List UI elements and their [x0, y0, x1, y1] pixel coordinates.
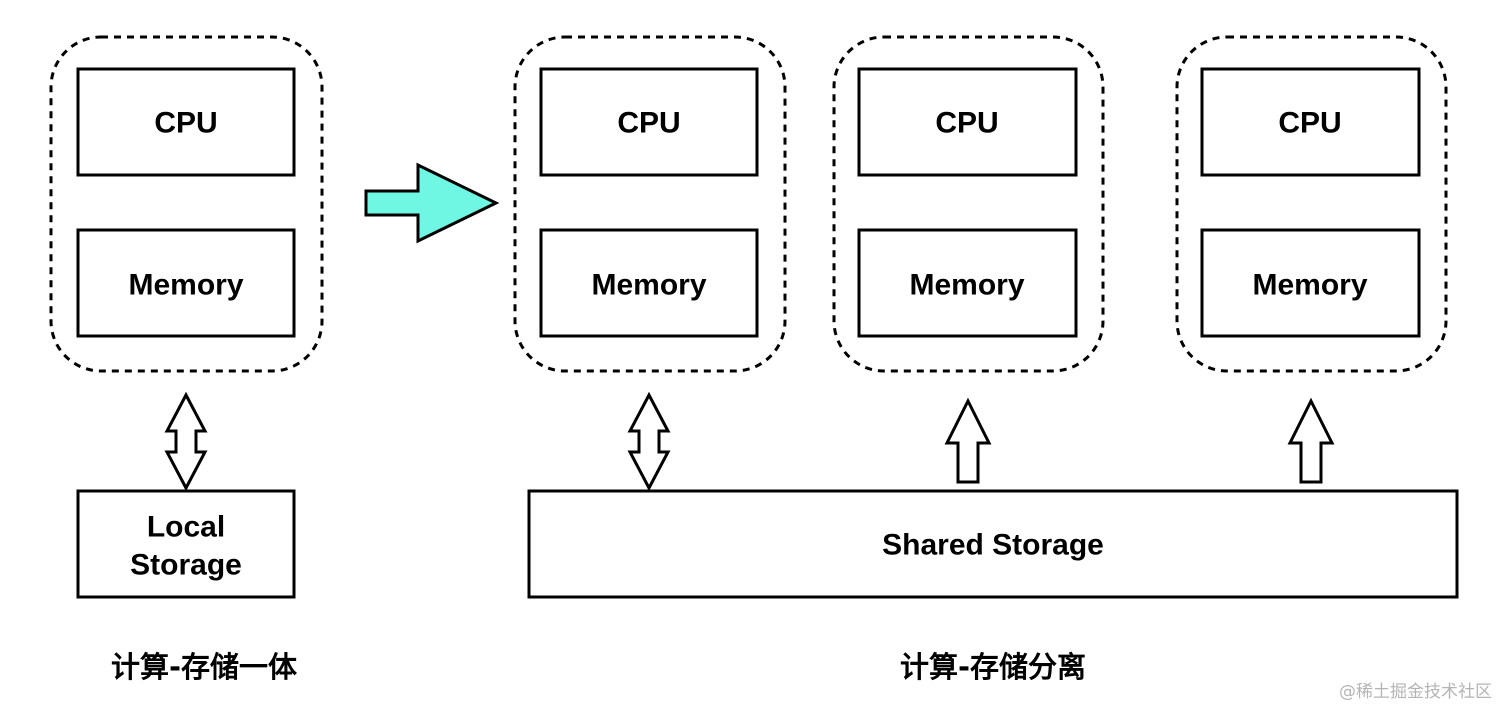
cpu-label: CPU	[935, 107, 998, 140]
cpu-label: CPU	[617, 107, 680, 140]
cpu-box	[76, 67, 296, 177]
double-arrow-icon	[627, 391, 671, 492]
separated-section: CPU Memory CPU Memory CPU Memory Shared …	[513, 35, 1459, 684]
memory-label: Memory	[128, 269, 243, 302]
integrated-caption: 计算-存储一体	[111, 650, 298, 684]
memory-box	[857, 228, 1078, 338]
double-arrow-icon	[164, 391, 208, 492]
memory-box	[76, 228, 296, 338]
cpu-label: CPU	[1278, 107, 1341, 140]
compute-node-group	[1175, 35, 1448, 373]
compute-node-group	[513, 35, 787, 373]
cpu-box	[1200, 67, 1421, 177]
local-storage-label-line1: Local	[147, 511, 225, 544]
integrated-section: CPU Memory Local Storage 计算-存储一体	[49, 35, 324, 684]
local-storage-label-line2: Storage	[130, 549, 242, 582]
right-arrow-icon	[364, 162, 500, 244]
cpu-box	[539, 67, 759, 177]
memory-label: Memory	[591, 269, 706, 302]
compute-node-2: CPU Memory	[832, 35, 1105, 484]
up-arrow-icon	[944, 397, 992, 484]
compute-node-group	[832, 35, 1105, 373]
cpu-box	[857, 67, 1078, 177]
separated-caption: 计算-存储分离	[900, 650, 1086, 684]
cpu-label: CPU	[154, 107, 217, 140]
watermark: @稀土掘金技术社区	[1339, 682, 1492, 702]
memory-box	[1200, 228, 1421, 338]
memory-label: Memory	[909, 269, 1024, 302]
shared-storage-label: Shared Storage	[882, 529, 1104, 562]
local-storage-box	[76, 489, 296, 599]
compute-node-1: CPU Memory	[513, 35, 787, 492]
shared-storage-box	[527, 489, 1459, 599]
compute-node-3: CPU Memory	[1175, 35, 1448, 484]
memory-label: Memory	[1252, 269, 1367, 302]
compute-node-group	[49, 35, 324, 373]
memory-box	[539, 228, 759, 338]
up-arrow-icon	[1287, 397, 1335, 484]
